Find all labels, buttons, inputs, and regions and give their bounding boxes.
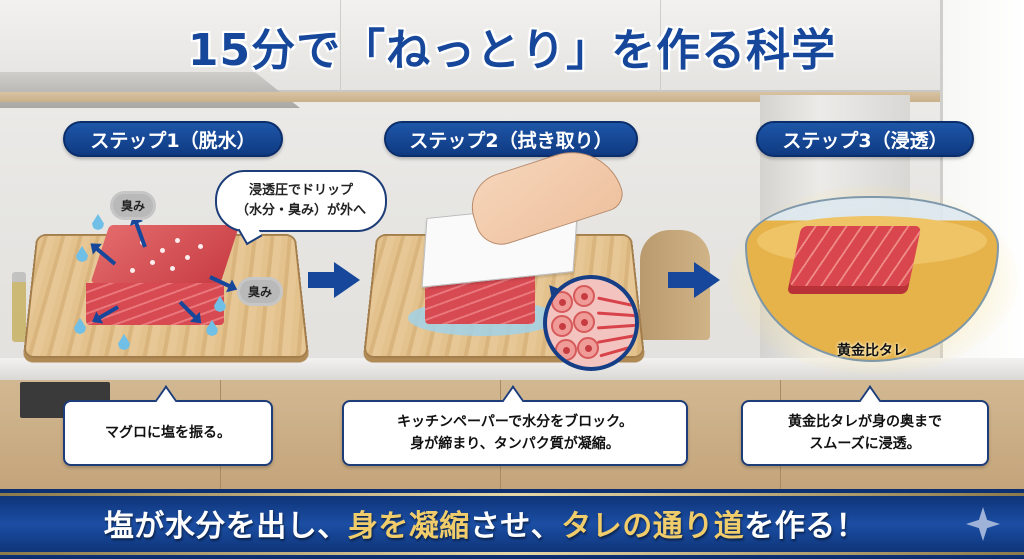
caption-line: スムーズに浸透。 [809,436,921,452]
smell-tag: 臭み [240,280,281,303]
gold-rule [0,493,1024,496]
step-arrow-icon [308,262,360,298]
step1-caption: マグロに塩を振る。 [63,400,273,466]
step-arrow-icon [668,262,720,298]
countertop [0,358,1024,380]
cabinet-divider [660,0,661,92]
caption-line: 身が締まり、タンパク質が凝縮。 [410,436,620,452]
sauce-label: 黄金比タレ [837,343,907,359]
caption-text: マグロに塩を振る。 [105,425,231,441]
range-hood [0,72,300,108]
thought-line: 浸透圧でドリップ [248,183,353,198]
muscle-cell-magnifier [543,275,639,371]
thought-line: （水分・臭み）が外へ [235,203,366,218]
step3-label: ステップ3（浸透） [756,121,974,157]
page-title: 15分で「ねっとり」を作る科学 [187,25,837,76]
step1-label: ステップ1（脱水） [63,121,283,157]
gold-rule [0,552,1024,555]
wood-shelf [0,92,1024,102]
summary-banner: 塩が水分を出し、身を凝縮させ、タレの通り道を作る！ [0,489,1024,559]
summary-part: を作る！ [744,509,867,544]
caption-line: キッチンペーパーで水分をブロック。 [397,414,633,430]
step2-caption: キッチンペーパーで水分をブロック。 身が締まり、タンパク質が凝縮。 [342,400,688,466]
smell-tag: 臭み [113,194,154,217]
summary-highlight: タレの通り道 [561,509,745,544]
step3-caption: 黄金比タレが身の奥まで スムーズに浸透。 [741,400,989,466]
summary-text: 塩が水分を出し、身を凝縮させ、タレの通り道を作る！ [0,501,970,545]
step2-label: ステップ2（拭き取り） [384,121,638,157]
sparkle-icon [966,507,1000,541]
caption-line: 黄金比タレが身の奥まで [788,414,942,430]
oil-bottle [12,272,26,342]
summary-highlight: 身を凝縮 [347,509,470,544]
osmosis-thought-bubble: 浸透圧でドリップ （水分・臭み）が外へ [215,170,387,232]
tuna-in-sauce [788,226,922,286]
summary-part: させ、 [469,509,562,544]
cabinet-divider [340,0,341,92]
summary-part: 塩が水分を出し、 [103,509,348,544]
